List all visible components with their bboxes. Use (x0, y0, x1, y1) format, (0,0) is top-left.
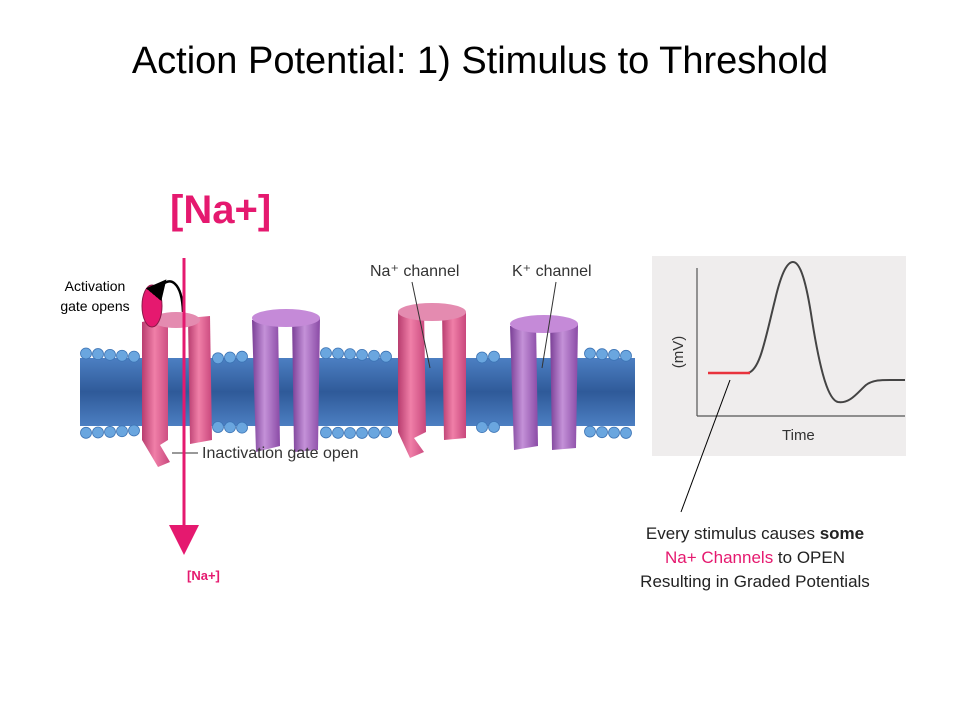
k-channel-2 (510, 315, 578, 450)
na-channel-open (142, 312, 212, 467)
phospholipid-head-bottom (236, 421, 248, 434)
phospholipid-head-top (488, 350, 500, 363)
phospholipid-head-bottom (608, 426, 620, 439)
phospholipid-head-bottom (92, 426, 104, 439)
phospholipid-head-bottom (224, 421, 236, 434)
phospholipid-head-top (92, 348, 104, 360)
phospholipid-head-bottom (584, 425, 596, 438)
phospholipid-head-bottom (596, 426, 608, 439)
phospholipid-head-top (620, 349, 632, 362)
activation-gate (141, 284, 163, 328)
phospholipid-head-top (584, 347, 596, 360)
phospholipid-head-bottom (116, 425, 128, 438)
phospholipid-head-bottom (320, 426, 332, 439)
activation-gate-label: Activation gate opens (40, 276, 150, 316)
phospholipid-head-bottom (128, 424, 140, 437)
phospholipid-heads-top (80, 347, 632, 365)
phospholipid-head-top (332, 347, 344, 360)
action-potential-graph: (mV) Time (652, 256, 906, 456)
caption-line1: Every stimulus causes some (575, 522, 935, 546)
phospholipid-head-top (596, 348, 608, 361)
phospholipid-head-bottom (80, 426, 92, 439)
caption-line2: Na+ Channels to OPEN (575, 546, 935, 570)
k-channel-1 (252, 309, 320, 452)
inactivation-gate-label: Inactivation gate open (202, 445, 359, 462)
phospholipid-head-top (128, 350, 140, 363)
caption-line2-pink: Na+ Channels (664, 548, 774, 567)
phospholipid-head-top (320, 347, 332, 360)
graph-background (652, 256, 906, 456)
phospholipid-head-bottom (476, 421, 488, 434)
phospholipid-head-top (104, 348, 116, 361)
k-channel-label: K⁺ channel (512, 263, 592, 280)
phospholipid-head-top (380, 350, 392, 363)
phospholipid-head-bottom (104, 426, 116, 438)
cell-membrane (80, 347, 635, 439)
activation-label-line2: gate opens (60, 298, 130, 314)
graded-potential-caption: Every stimulus causes some Na+ Channels … (575, 522, 935, 594)
phospholipid-head-top (80, 347, 92, 360)
slide-title: Action Potential: 1) Stimulus to Thresho… (131, 40, 829, 82)
caption-line3: Resulting in Graded Potentials (640, 572, 870, 591)
phospholipid-head-bottom (332, 426, 344, 439)
caption-line1-prefix: Every stimulus causes (645, 524, 820, 543)
phospholipid-head-top (212, 352, 224, 365)
caption-pointer-line (680, 379, 731, 513)
na-channel-label: Na⁺ channel (370, 263, 459, 280)
phospholipid-head-bottom (212, 421, 224, 433)
phospholipid-head-bottom (356, 427, 368, 439)
phospholipid-head-top (356, 349, 368, 361)
graph-ylabel: (mV) (670, 336, 687, 369)
phospholipid-head-top (344, 348, 356, 361)
caption-line1-bold: some (819, 524, 865, 543)
activation-label-line1: Activation (64, 278, 126, 294)
na-channel-leader (411, 281, 431, 369)
phospholipid-head-top (116, 349, 128, 362)
graph-xlabel: Time (782, 427, 815, 444)
phospholipid-head-top (236, 350, 248, 363)
phospholipid-head-top (476, 351, 488, 364)
phospholipid-head-top (224, 351, 236, 364)
intracellular-na-label: [Na+] (187, 568, 220, 583)
phospholipid-head-top (368, 349, 380, 362)
phospholipid-head-bottom (344, 427, 356, 439)
phospholipid-head-bottom (368, 426, 380, 439)
caption-line2-rest: to OPEN (773, 548, 846, 567)
phospholipid-head-bottom (380, 426, 392, 439)
phospholipid-heads-bottom (80, 421, 632, 439)
phospholipid-head-top (608, 349, 620, 361)
action-potential-curve (747, 260, 906, 404)
k-channel-leader (541, 281, 557, 369)
phospholipid-head-bottom (488, 421, 500, 433)
gate-opening-arrow (145, 279, 185, 313)
na-channel-2 (398, 303, 466, 458)
phospholipid-head-bottom (620, 427, 632, 439)
extracellular-na-label: [Na+] (170, 188, 272, 232)
